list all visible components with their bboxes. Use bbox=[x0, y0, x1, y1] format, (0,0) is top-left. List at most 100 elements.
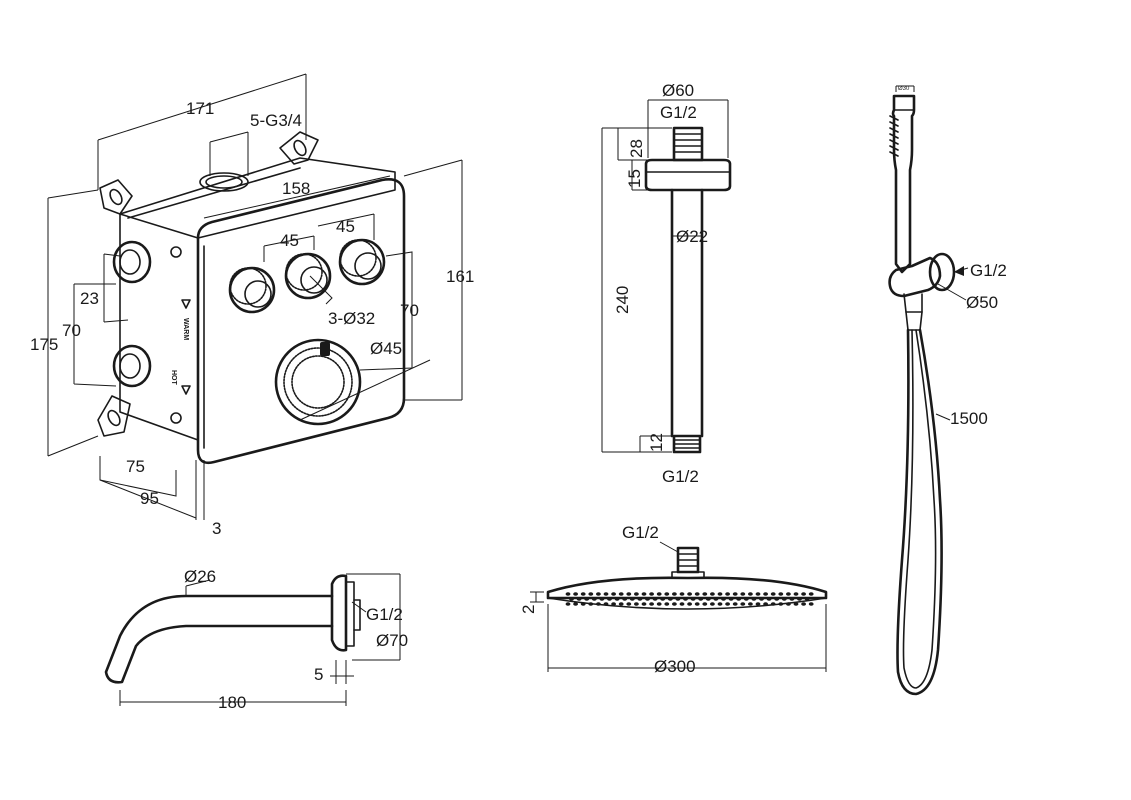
nozzle-dot bbox=[634, 602, 639, 606]
dim-32-label: 3-Ø32 bbox=[328, 309, 375, 328]
dim-60-label: Ø60 bbox=[662, 81, 694, 100]
dim-171 bbox=[97, 73, 307, 190]
connector-lines bbox=[677, 553, 699, 567]
nozzle-dot bbox=[766, 597, 772, 601]
nozzle-dot bbox=[656, 602, 662, 606]
dim-30 bbox=[895, 85, 915, 92]
handle-grip bbox=[889, 115, 899, 157]
hand-shower-drawing: Ø30 G1/2 Ø50 1500 bbox=[888, 85, 1007, 696]
nozzle-dot bbox=[804, 597, 810, 601]
dim-5-label: 5 bbox=[314, 665, 323, 684]
dim-45-thermo bbox=[299, 359, 431, 421]
dim-2-label: 2 bbox=[519, 605, 538, 614]
nozzle-dot bbox=[641, 592, 647, 596]
dim-28-label: 28 bbox=[627, 139, 646, 158]
nozzle-dot bbox=[611, 602, 616, 606]
dim-45a-label: 45 bbox=[280, 231, 299, 250]
box-body bbox=[119, 157, 396, 441]
nozzle-dot bbox=[672, 592, 677, 596]
nozzle-dot bbox=[702, 602, 708, 606]
nozzle-dot bbox=[717, 602, 723, 606]
nozzle-dot bbox=[656, 592, 662, 596]
spout-body bbox=[104, 594, 334, 684]
screw bbox=[170, 412, 182, 424]
knob-3 bbox=[338, 238, 386, 286]
nozzle-dot bbox=[690, 597, 696, 601]
hose-connector bbox=[905, 311, 923, 331]
spout-thread-tip bbox=[353, 599, 361, 631]
dim-70-knob bbox=[359, 251, 413, 371]
nozzle-dot bbox=[596, 592, 601, 596]
nozzle-dot bbox=[565, 592, 571, 596]
dim-thread-leader bbox=[351, 601, 367, 613]
nozzle-dot bbox=[573, 592, 578, 596]
nozzle-dot bbox=[770, 592, 776, 596]
nozzle-dot bbox=[740, 592, 746, 596]
nozzle-dot bbox=[679, 592, 685, 596]
nozzle-dot bbox=[618, 592, 624, 596]
nozzle-dot bbox=[664, 592, 670, 596]
nozzle-dot bbox=[607, 597, 612, 601]
nozzle-dot bbox=[634, 592, 639, 596]
nozzle-dot bbox=[573, 602, 578, 606]
nozzle-dot bbox=[618, 602, 624, 606]
dim-thread-leader bbox=[659, 541, 679, 553]
rain-head bbox=[546, 576, 828, 600]
nozzle-dot bbox=[584, 597, 590, 601]
ear-bottom-left bbox=[97, 395, 131, 437]
dim-70 bbox=[346, 573, 401, 661]
nozzle-dot bbox=[732, 592, 738, 596]
dim-12-label: 12 bbox=[647, 433, 666, 452]
dim-70-inlet-label: 70 bbox=[62, 321, 81, 340]
nozzle-dot bbox=[770, 602, 776, 606]
screw bbox=[170, 246, 182, 258]
nozzle-dot bbox=[793, 592, 799, 596]
spout-thread bbox=[345, 581, 355, 647]
nozzle-dot bbox=[778, 592, 784, 596]
ceiling-arm-drawing: Ø60 G1/2 240 28 15 Ø22 12 G1/2 bbox=[601, 81, 732, 486]
dim-161-label: 161 bbox=[446, 267, 474, 286]
front-plate bbox=[196, 178, 406, 465]
dim-161 bbox=[403, 159, 463, 401]
nozzle-dot bbox=[755, 602, 761, 606]
nozzle-dot bbox=[786, 602, 791, 606]
nozzle-dot bbox=[732, 602, 738, 606]
nozzle-dot bbox=[751, 597, 757, 601]
hose-inner bbox=[902, 329, 937, 689]
nozzle-dot bbox=[801, 592, 806, 596]
nozzle-dot bbox=[667, 597, 673, 601]
dim-32-leader bbox=[309, 275, 333, 305]
bottom-thread bbox=[672, 434, 702, 454]
nozzle-dot bbox=[672, 602, 677, 606]
nozzle-dot bbox=[705, 597, 711, 601]
nozzle-dot bbox=[569, 597, 574, 601]
dim-240-ext bbox=[601, 127, 672, 453]
dim-45b bbox=[317, 213, 375, 240]
nozzle-dot bbox=[637, 597, 643, 601]
nozzle-dot bbox=[687, 592, 692, 596]
nozzle-dot bbox=[565, 602, 571, 606]
nozzle-dot bbox=[763, 592, 768, 596]
ceiling-flange bbox=[644, 158, 732, 192]
box-top-edge bbox=[127, 167, 301, 219]
nozzle-dot bbox=[740, 602, 746, 606]
dim-23 bbox=[103, 253, 129, 323]
spout-drawing: Ø26 G1/2 Ø70 5 180 bbox=[104, 567, 408, 712]
dim-outlet bbox=[209, 131, 249, 176]
nozzle-dot bbox=[649, 602, 654, 606]
arrow-mark bbox=[181, 385, 191, 395]
dim-158-label: 158 bbox=[282, 179, 310, 198]
dim-30-label: Ø30 bbox=[898, 86, 910, 92]
nozzle-dot bbox=[808, 602, 814, 606]
nozzle-dot bbox=[763, 602, 768, 606]
nozzle-dot bbox=[649, 592, 654, 596]
dim-180-label: 180 bbox=[218, 693, 246, 712]
spout-flange bbox=[330, 574, 348, 652]
dim-5 bbox=[330, 660, 354, 684]
marking-hot: HOT bbox=[170, 370, 177, 386]
thermostatic-knob bbox=[274, 338, 362, 426]
nozzle-dot bbox=[793, 602, 799, 606]
nozzle-dot bbox=[748, 592, 753, 596]
nozzle-dot bbox=[694, 592, 700, 596]
